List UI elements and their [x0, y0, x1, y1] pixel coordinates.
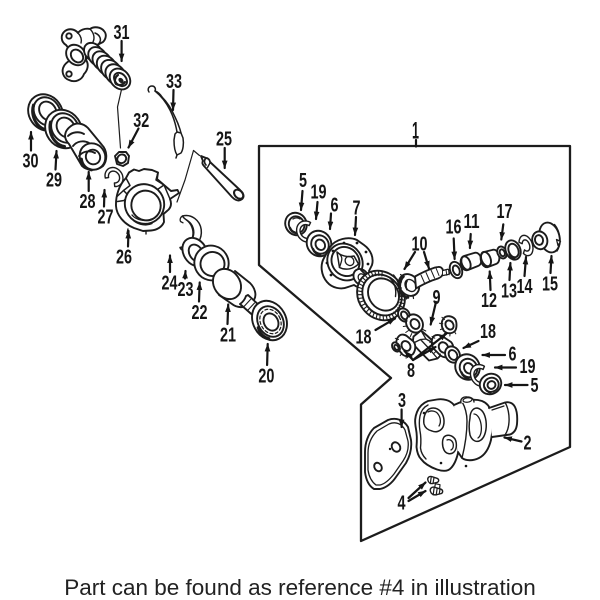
svg-text:1: 1	[412, 118, 419, 145]
svg-text:22: 22	[192, 302, 208, 324]
svg-text:32: 32	[133, 110, 149, 132]
svg-text:26: 26	[116, 247, 132, 269]
svg-text:9: 9	[433, 287, 441, 309]
svg-text:18: 18	[356, 327, 372, 349]
svg-text:27: 27	[98, 207, 114, 229]
svg-text:21: 21	[220, 325, 236, 347]
svg-text:5: 5	[531, 375, 539, 397]
svg-text:28: 28	[80, 191, 96, 213]
svg-text:2: 2	[524, 433, 532, 455]
svg-text:20: 20	[258, 366, 274, 388]
svg-text:18: 18	[480, 321, 496, 343]
svg-text:15: 15	[542, 273, 558, 295]
svg-text:12: 12	[481, 290, 497, 312]
svg-text:17: 17	[497, 201, 513, 223]
svg-text:10: 10	[412, 234, 428, 256]
svg-text:29: 29	[46, 170, 62, 192]
svg-text:25: 25	[216, 129, 232, 151]
svg-text:7: 7	[353, 198, 361, 220]
svg-text:33: 33	[166, 71, 182, 93]
svg-text:23: 23	[178, 279, 194, 301]
svg-text:24: 24	[162, 273, 179, 295]
svg-text:19: 19	[311, 181, 327, 203]
svg-text:30: 30	[23, 150, 39, 172]
svg-text:19: 19	[520, 356, 536, 378]
svg-text:4: 4	[398, 493, 407, 515]
svg-text:8: 8	[407, 360, 415, 382]
svg-text:6: 6	[509, 344, 517, 366]
svg-text:31: 31	[114, 22, 130, 44]
svg-text:5: 5	[299, 170, 307, 192]
svg-text:14: 14	[517, 276, 534, 298]
svg-text:Part can be found as reference: Part can be found as reference #4 in ill…	[64, 575, 536, 600]
svg-text:11: 11	[464, 211, 480, 233]
svg-text:13: 13	[501, 280, 517, 302]
svg-text:6: 6	[331, 195, 339, 217]
svg-text:16: 16	[446, 217, 462, 239]
svg-text:3: 3	[398, 390, 406, 412]
